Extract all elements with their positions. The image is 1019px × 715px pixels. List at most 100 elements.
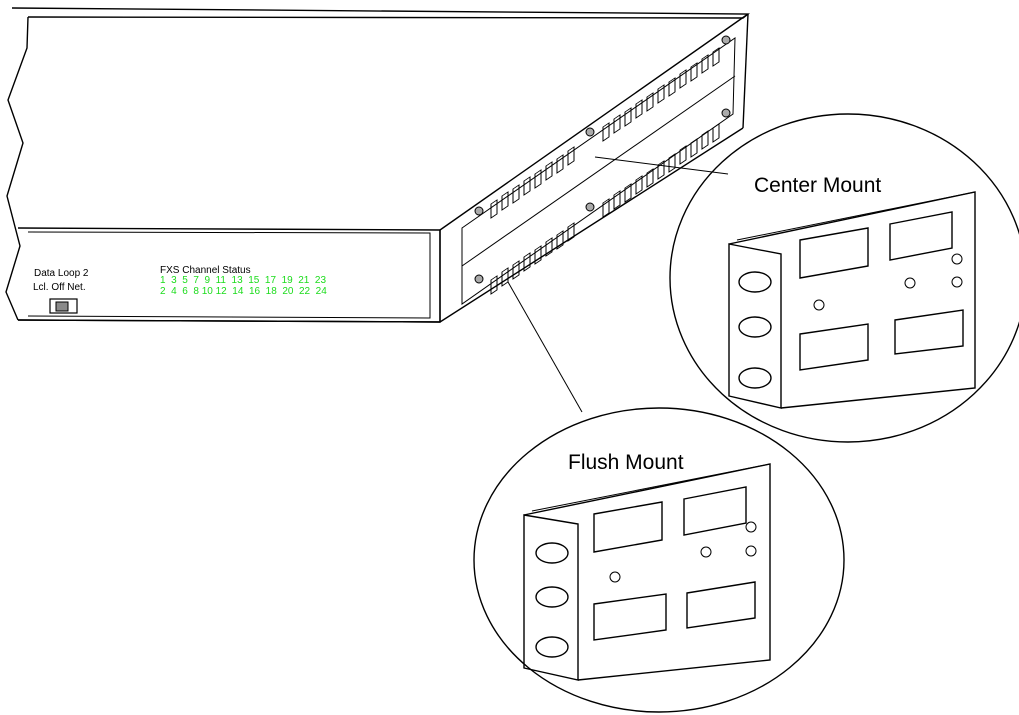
side-panel-divider: [461, 75, 736, 267]
port: [512, 260, 520, 280]
port: [657, 84, 665, 104]
center-bracket-ear: [728, 243, 782, 409]
port: [624, 107, 632, 127]
flush-cutout: [683, 486, 747, 536]
front-panel-inner: [27, 231, 431, 319]
port: [701, 54, 709, 74]
flush-leader-line: [507, 281, 583, 413]
center-cutout: [894, 309, 964, 355]
port: [657, 160, 665, 180]
switch-positions-label: Lcl. Off Net.: [33, 282, 86, 293]
port: [602, 122, 610, 142]
center-bracket-plate: [728, 191, 976, 409]
flush-slot: [535, 636, 569, 658]
screw: [721, 108, 731, 118]
port: [567, 222, 575, 242]
switch-toggle[interactable]: [55, 301, 69, 312]
port: [635, 175, 643, 195]
port-row-lower: [490, 123, 720, 295]
flush-hole: [609, 571, 621, 583]
port: [712, 123, 720, 143]
center-hole: [904, 277, 916, 289]
flush-hole: [745, 545, 757, 557]
center-hole: [813, 299, 825, 311]
center-hole: [951, 276, 963, 288]
port: [501, 191, 509, 211]
chassis: [5, 7, 750, 323]
port: [545, 161, 553, 181]
port: [701, 130, 709, 150]
screw: [474, 274, 484, 284]
center-cutout: [799, 323, 869, 371]
port: [690, 138, 698, 158]
odd-channel-leds: 1 3 5 7 9 11 13 15 17 19 21 23: [160, 275, 326, 286]
side-top-edge: [439, 13, 749, 231]
port: [646, 168, 654, 188]
chassis-top-edge: [11, 7, 750, 19]
data-loop-label: Data Loop 2: [34, 268, 89, 279]
port: [534, 169, 542, 189]
status-title: FXS Channel Status: [160, 265, 251, 276]
port: [567, 146, 575, 166]
center-slot: [738, 316, 772, 338]
flush-bracket-plate: [523, 463, 771, 681]
screw: [585, 127, 595, 137]
flush-slot: [535, 542, 569, 564]
flush-slot: [535, 586, 569, 608]
center-leader-line: [594, 156, 729, 175]
center-slot: [738, 271, 772, 293]
center-mount-label: Center Mount: [754, 174, 881, 197]
flush-bracket-ear: [523, 514, 579, 681]
center-cutout: [799, 227, 869, 279]
port: [668, 153, 676, 173]
flush-hole: [700, 546, 712, 558]
port: [556, 154, 564, 174]
even-channel-leds: 2 4 6 8 10 12 14 16 18 20 22 24: [160, 286, 327, 297]
center-mount-callout: Center Mount: [669, 113, 1019, 443]
flush-cutout: [593, 501, 663, 553]
port: [490, 275, 498, 295]
center-cutout: [889, 211, 953, 261]
screw: [474, 206, 484, 216]
port: [646, 92, 654, 112]
flush-mount-label: Flush Mount: [568, 451, 684, 474]
port: [534, 245, 542, 265]
flush-cutout: [593, 593, 667, 641]
chassis-bottom-edge: [17, 319, 441, 323]
center-slot: [738, 367, 772, 389]
flush-callout-circle: [473, 407, 845, 713]
flush-hole: [745, 521, 757, 533]
chassis-break-line: [5, 16, 29, 321]
port: [613, 114, 621, 134]
port-row-upper: [490, 47, 720, 219]
port: [523, 252, 531, 272]
port: [613, 190, 621, 210]
side-panel-screws: [474, 35, 731, 284]
port: [679, 145, 687, 165]
port: [556, 230, 564, 250]
center-hole: [951, 253, 963, 265]
port: [501, 267, 509, 287]
flush-cutout: [686, 581, 756, 629]
screw: [721, 35, 731, 45]
port: [602, 198, 610, 218]
port: [712, 47, 720, 67]
port: [523, 176, 531, 196]
center-callout-circle: [669, 113, 1019, 443]
flush-mount-callout: Flush Mount: [473, 407, 845, 713]
screw: [585, 202, 595, 212]
port: [624, 183, 632, 203]
port: [545, 237, 553, 257]
side-bottom-edge: [439, 127, 744, 323]
port: [635, 99, 643, 119]
port: [668, 77, 676, 97]
port: [512, 184, 520, 204]
port: [679, 69, 687, 89]
port: [690, 62, 698, 82]
flush-bracket-fold: [531, 463, 771, 512]
center-bracket-fold: [736, 191, 976, 241]
side-rear-edge: [742, 13, 749, 129]
port: [490, 199, 498, 219]
